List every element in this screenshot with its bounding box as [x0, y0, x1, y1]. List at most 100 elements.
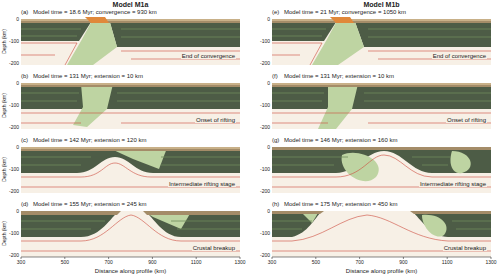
model-shape [21, 19, 240, 65]
depth-tick: -100 [260, 103, 270, 108]
model-shape [312, 19, 364, 65]
model-shape [272, 19, 491, 23]
panel-header: Model time = 142 Myr; extension = 120 km [33, 137, 146, 143]
model-shape [272, 147, 491, 173]
panel-letter: (f) [272, 73, 278, 79]
model-shape [272, 211, 491, 257]
model-shape [422, 215, 447, 237]
model-shape [272, 83, 491, 85]
model-shape [21, 221, 240, 229]
distance-tick: 700 [104, 260, 112, 265]
depth-tick: 0 [16, 17, 19, 22]
depth-tick: -100 [9, 167, 19, 172]
model-shape [272, 113, 491, 123]
depth-tick: 0 [267, 17, 270, 22]
model-shape [302, 213, 318, 223]
model-shape [67, 19, 117, 65]
model-shape [21, 147, 240, 149]
axis-label: Depth (km) [2, 157, 7, 182]
distance-tick: 1300 [234, 260, 245, 265]
depth-tick: 0 [16, 209, 19, 214]
model-shape [272, 215, 491, 251]
model-shape [410, 211, 491, 214]
stage-label: Onset of rifting [195, 117, 236, 123]
depth-tick: -100 [9, 103, 19, 108]
panel-letter: (b) [21, 73, 28, 79]
model-shape [272, 43, 491, 65]
panel-letter: (e) [272, 9, 279, 15]
model-shape [21, 211, 240, 257]
model-shape [21, 19, 240, 23]
model-shape [272, 83, 491, 129]
model-shape [21, 163, 240, 187]
stage-label: End of convergence [181, 53, 236, 59]
model-shape [272, 211, 324, 214]
model-shape [21, 83, 240, 129]
stage-label: Intermediate rifting stage [419, 181, 487, 187]
model-shape [272, 147, 491, 150]
model-shape [143, 211, 240, 215]
distance-tick: 300 [17, 260, 25, 265]
depth-tick: 0 [16, 145, 19, 150]
panel-header: Model time = 131 Myr; extension = 10 km [284, 73, 394, 79]
model-shape [272, 147, 491, 193]
stage-label: Crustal breakup [443, 245, 487, 251]
depth-tick: -200 [9, 125, 19, 130]
axis-label: Depth (km) [2, 221, 7, 246]
panel-a [21, 17, 240, 65]
model-shape [21, 43, 240, 65]
model-shape [450, 151, 470, 173]
model-shape [21, 19, 240, 21]
depth-tick: -200 [260, 61, 270, 66]
model-shape [272, 19, 491, 65]
model-shape [109, 148, 167, 169]
model-shape [21, 157, 240, 165]
model-shape [85, 17, 109, 23]
axis-label: Depth (km) [2, 29, 7, 54]
model-shape [73, 84, 113, 127]
stage-label: Crustal breakup [192, 245, 236, 251]
model-shape [21, 257, 240, 259]
model-shape [21, 29, 240, 37]
depth-tick: -200 [9, 61, 19, 66]
panel-letter: (a) [21, 9, 28, 15]
panel-header: Model time = 21 Myr; convergence = 1050 … [284, 9, 406, 15]
distance-tick: 700 [355, 260, 363, 265]
depth-tick: -100 [260, 39, 270, 44]
panel-header: Model time = 18.6 Myr; convergence = 930… [33, 9, 157, 15]
panel-header: Model time = 131 Myr; extension = 10 km [33, 73, 143, 79]
model-shape [21, 83, 240, 85]
stage-label: End of convergence [432, 53, 487, 59]
model-title: Model M1a [113, 1, 149, 8]
x-axis-ticks [21, 257, 491, 259]
model-shape [354, 19, 491, 47]
depth-tick: -200 [9, 253, 19, 258]
distance-tick: 1100 [442, 260, 453, 265]
model-shape [21, 147, 240, 151]
panel-f [272, 77, 491, 129]
depth-tick: -100 [9, 231, 19, 236]
model-shape [109, 19, 240, 47]
model-shape [272, 157, 450, 165]
axis-label: Distance along profile (km) [346, 268, 417, 274]
depth-tick: -200 [260, 125, 270, 130]
depth-tick: 0 [267, 81, 270, 86]
model-shape [272, 19, 491, 21]
distance-tick: 900 [399, 260, 407, 265]
model-shape [21, 215, 240, 251]
distance-tick: 1300 [485, 260, 496, 265]
axis-label: Distance along profile (km) [95, 268, 166, 274]
model-title: Model M1b [363, 1, 399, 8]
model-shape [272, 221, 491, 229]
panel-letter: (h) [272, 201, 279, 207]
distance-tick: 1100 [191, 260, 202, 265]
distance-tick: 300 [268, 260, 276, 265]
model-shape [21, 93, 240, 101]
panel-header: Model time = 175 Myr; extension = 450 km [284, 201, 397, 207]
panel-header: Model time = 155 Myr; extension = 245 km [33, 201, 146, 207]
panel-letter: (d) [21, 201, 28, 207]
model-shape [272, 83, 491, 87]
stage-label: Onset of rifting [446, 117, 487, 123]
depth-tick: -100 [260, 167, 270, 172]
